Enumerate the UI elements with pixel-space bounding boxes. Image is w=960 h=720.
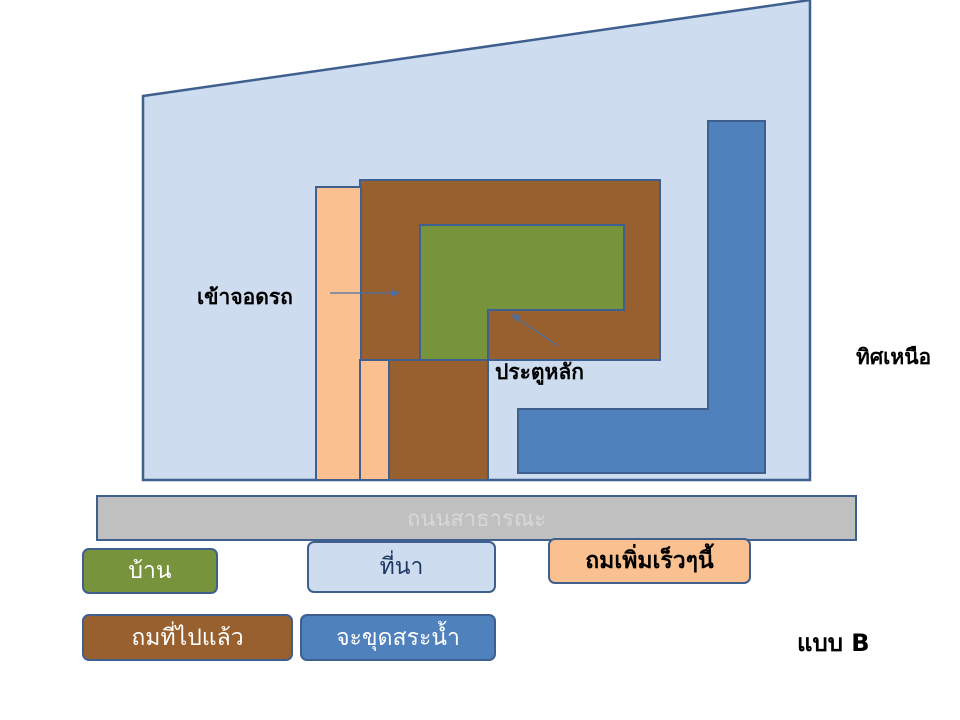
main-gate-label: ประตูหลัก xyxy=(495,360,584,384)
gate-arrowhead xyxy=(511,314,521,322)
public-road-label: ถนนสาธารณะ xyxy=(406,506,546,532)
legend-planned-pond: จะขุดสระน้ำ xyxy=(300,614,496,661)
legend-soil-filled: ถมที่ไปแล้ว xyxy=(82,614,293,661)
public-road xyxy=(96,495,857,541)
soil-add-strip-small xyxy=(359,359,390,481)
legend-house: บ้าน xyxy=(82,548,218,594)
gate-arrow xyxy=(513,315,559,347)
north-direction-label: ทิศเหนือ xyxy=(856,345,932,369)
legend-soil-add-soon: ถมเพิ่มเร็วๆนี้ xyxy=(548,538,751,584)
filled-soil-lower-block xyxy=(387,359,489,481)
planned-pond xyxy=(517,120,766,474)
soil-add-strip-left xyxy=(315,186,362,481)
parking-entry-label: เข้าจอดรถ xyxy=(197,285,293,309)
legend-rice-field: ที่นา xyxy=(307,541,496,593)
parking-arrowhead xyxy=(392,289,400,297)
plan-variant-label: แบบ B xyxy=(797,629,870,657)
house-area xyxy=(419,224,625,361)
